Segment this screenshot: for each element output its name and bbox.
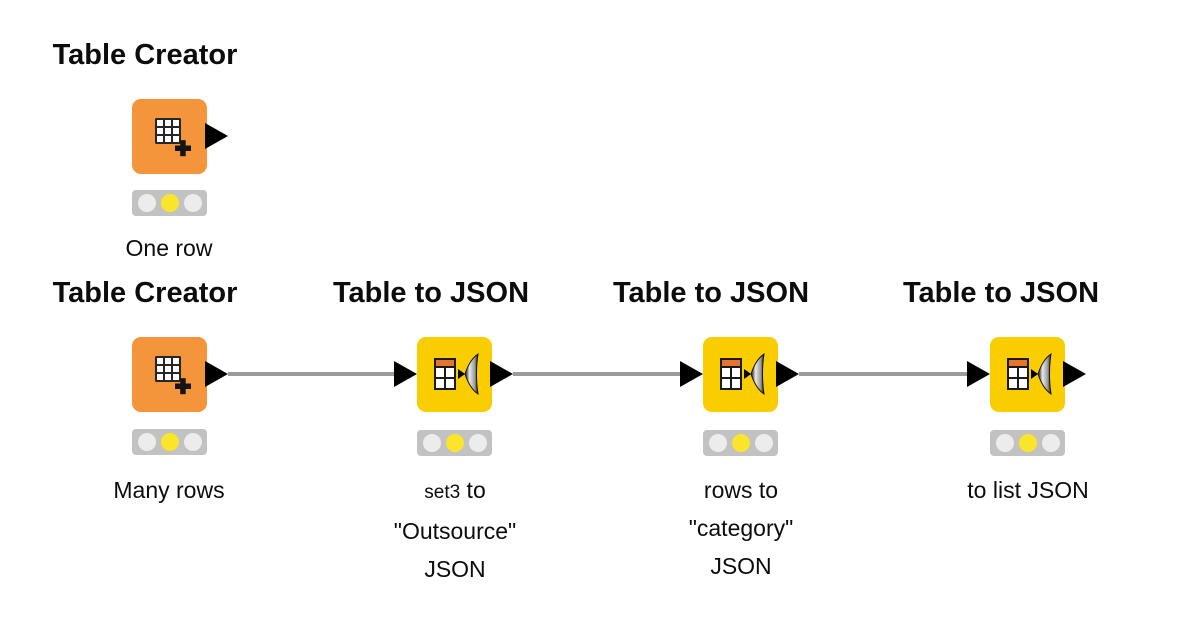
node-title-table-to-json-1: Table to JSON <box>332 277 530 309</box>
output-port[interactable] <box>1063 361 1086 387</box>
output-port[interactable] <box>205 361 228 387</box>
traffic-light-green-off <box>1041 434 1060 452</box>
traffic-light-yellow-on <box>445 434 464 452</box>
connection-edge-tj2-tj3[interactable] <box>799 372 967 376</box>
traffic-light-red-off <box>137 194 156 212</box>
node-table-to-json-1[interactable] <box>417 337 492 412</box>
traffic-light <box>703 430 778 456</box>
output-port[interactable] <box>205 123 228 149</box>
traffic-light-red-off <box>995 434 1014 452</box>
node-caption: Many rows <box>113 477 225 503</box>
traffic-light-yellow-on <box>160 194 179 212</box>
node-caption: One row <box>125 235 213 261</box>
traffic-light-red-off <box>137 433 156 451</box>
traffic-light-green-off <box>468 434 487 452</box>
caption-small-text: set3 <box>424 482 461 503</box>
traffic-light-green-off <box>754 434 773 452</box>
traffic-light-yellow-on <box>160 433 179 451</box>
traffic-light <box>990 430 1065 456</box>
node-table-to-json-2[interactable] <box>703 337 778 412</box>
traffic-light <box>132 429 207 455</box>
output-port[interactable] <box>490 361 513 387</box>
table-to-json-icon <box>417 351 492 397</box>
caption-line-3: JSON <box>710 553 772 579</box>
traffic-light <box>417 430 492 456</box>
caption-rest-text: to <box>460 477 486 503</box>
node-table-to-json-3[interactable] <box>990 337 1065 412</box>
output-port[interactable] <box>776 361 799 387</box>
table-to-json-icon <box>990 351 1065 397</box>
node-title-table-to-json-3: Table to JSON <box>902 277 1100 309</box>
traffic-light-green-off <box>183 194 202 212</box>
caption-line-3: JSON <box>424 556 486 582</box>
traffic-light-yellow-on <box>1018 434 1037 452</box>
caption-line-1: set3 to <box>325 471 585 512</box>
caption-line-2: "category" <box>688 515 794 541</box>
traffic-light <box>132 190 207 216</box>
traffic-light-red-off <box>422 434 441 452</box>
traffic-light-green-off <box>183 433 202 451</box>
node-caption: set3 to "Outsource" JSON <box>325 471 585 588</box>
node-table-creator-1[interactable] <box>132 99 207 174</box>
caption-line-2: "Outsource" <box>393 518 517 544</box>
input-port[interactable] <box>680 361 703 387</box>
input-port[interactable] <box>394 361 417 387</box>
traffic-light-red-off <box>708 434 727 452</box>
connection-edge-tc2-tj1[interactable] <box>228 372 396 376</box>
connection-edge-tj1-tj2[interactable] <box>513 372 681 376</box>
node-title-table-creator-2: Table Creator <box>52 277 238 309</box>
node-title-table-creator-1: Table Creator <box>52 39 238 71</box>
node-table-creator-2[interactable] <box>132 337 207 412</box>
table-to-json-icon <box>703 351 778 397</box>
node-title-table-to-json-2: Table to JSON <box>612 277 810 309</box>
caption-line-1: rows to <box>703 477 779 503</box>
traffic-light-yellow-on <box>731 434 750 452</box>
node-caption: to list JSON <box>967 477 1089 503</box>
table-plus-icon <box>132 351 207 397</box>
node-caption: rows to "category" JSON <box>611 471 871 585</box>
input-port[interactable] <box>967 361 990 387</box>
table-plus-icon <box>132 113 207 159</box>
